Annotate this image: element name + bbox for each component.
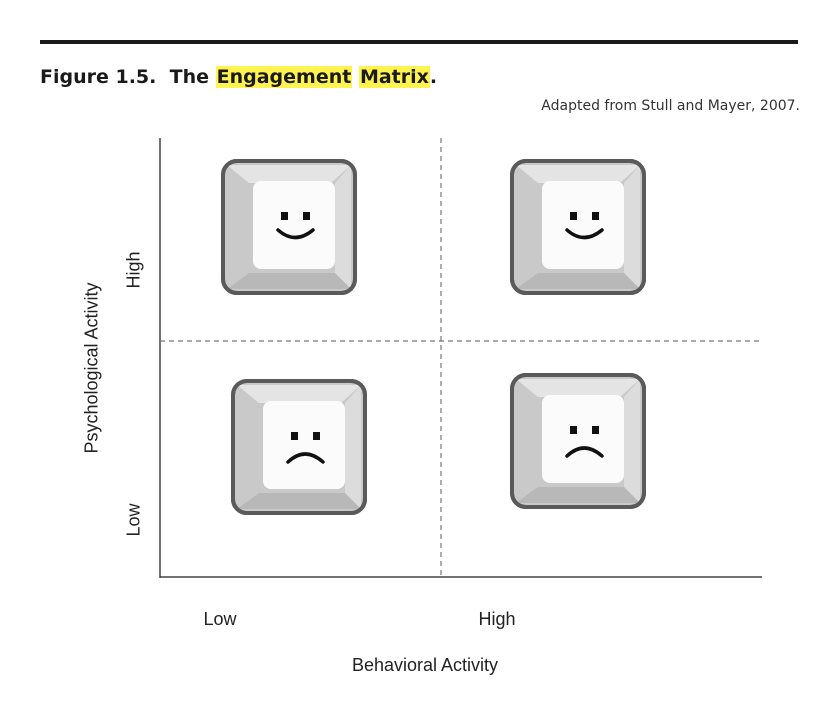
figure-title-engagement: Engagement bbox=[215, 66, 353, 88]
figure-label: Figure 1.5. bbox=[40, 66, 157, 88]
quadrant-low-behavioral-low-psychological bbox=[231, 379, 367, 515]
quadrant-low-behavioral-high-psychological bbox=[221, 159, 357, 295]
quadrant-high-behavioral-high-psychological bbox=[510, 159, 646, 295]
sad-face-icon bbox=[286, 432, 325, 464]
figure-title-matrix: Matrix bbox=[358, 66, 430, 88]
happy-face-icon bbox=[276, 212, 315, 240]
figure-title-prefix: The bbox=[169, 66, 209, 88]
x-tick-high: High bbox=[478, 609, 516, 629]
figure-title: Figure 1.5. The Engagement Matrix. bbox=[40, 66, 437, 88]
quadrant-high-behavioral-low-psychological bbox=[510, 373, 646, 509]
source-note: Adapted from Stull and Mayer, 2007. bbox=[541, 98, 800, 114]
x-tick-low: Low bbox=[203, 609, 237, 629]
top-rule bbox=[40, 40, 798, 44]
y-axis-title: Psychological Activity bbox=[81, 282, 102, 454]
happy-face-icon bbox=[565, 212, 604, 240]
y-tick-high: High bbox=[123, 251, 144, 289]
y-tick-low: Low bbox=[123, 503, 144, 537]
sad-face-icon bbox=[565, 426, 604, 458]
figure-title-end: . bbox=[429, 66, 438, 88]
x-axis-title: Behavioral Activity bbox=[351, 655, 499, 675]
